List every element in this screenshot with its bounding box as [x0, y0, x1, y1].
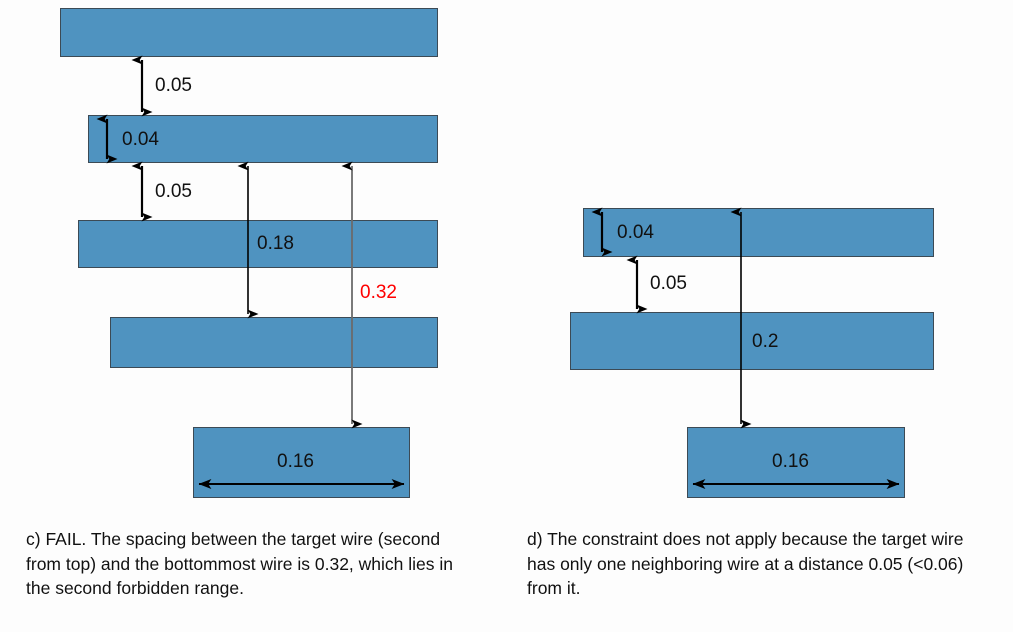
panel-c-wire-top	[60, 8, 438, 57]
panel-c-caption: c) FAIL. The spacing between the target …	[26, 529, 453, 598]
panel-c-label-spacing-target-to-third: 0.05	[155, 181, 192, 202]
panel-d-wire-second	[570, 312, 934, 370]
panel-d-label-width-bottommost: 0.16	[772, 451, 809, 472]
panel-d-label-spacing-target-to-bottommost: 0.2	[752, 331, 779, 352]
panel-c-label-spacing-target-to-fourth: 0.18	[257, 233, 294, 254]
panel-c-label-width-bottommost: 0.16	[277, 451, 314, 472]
panel-d-label-spacing-target-to-second: 0.05	[650, 273, 687, 294]
panel-c-label-spacing-target-to-bottommost: 0.32	[360, 282, 397, 303]
panel-d-caption: d) The constraint does not apply because…	[527, 529, 964, 598]
panel-c-wire-fourth	[110, 317, 438, 368]
panel-c-label-spacing-top-to-target: 0.05	[155, 75, 192, 96]
panel-d-wire-target	[583, 208, 934, 257]
panel-d-label-width-target: 0.04	[617, 222, 654, 243]
panel-c-label-width-target: 0.04	[122, 129, 159, 150]
panel-c-wire-target	[88, 115, 438, 163]
